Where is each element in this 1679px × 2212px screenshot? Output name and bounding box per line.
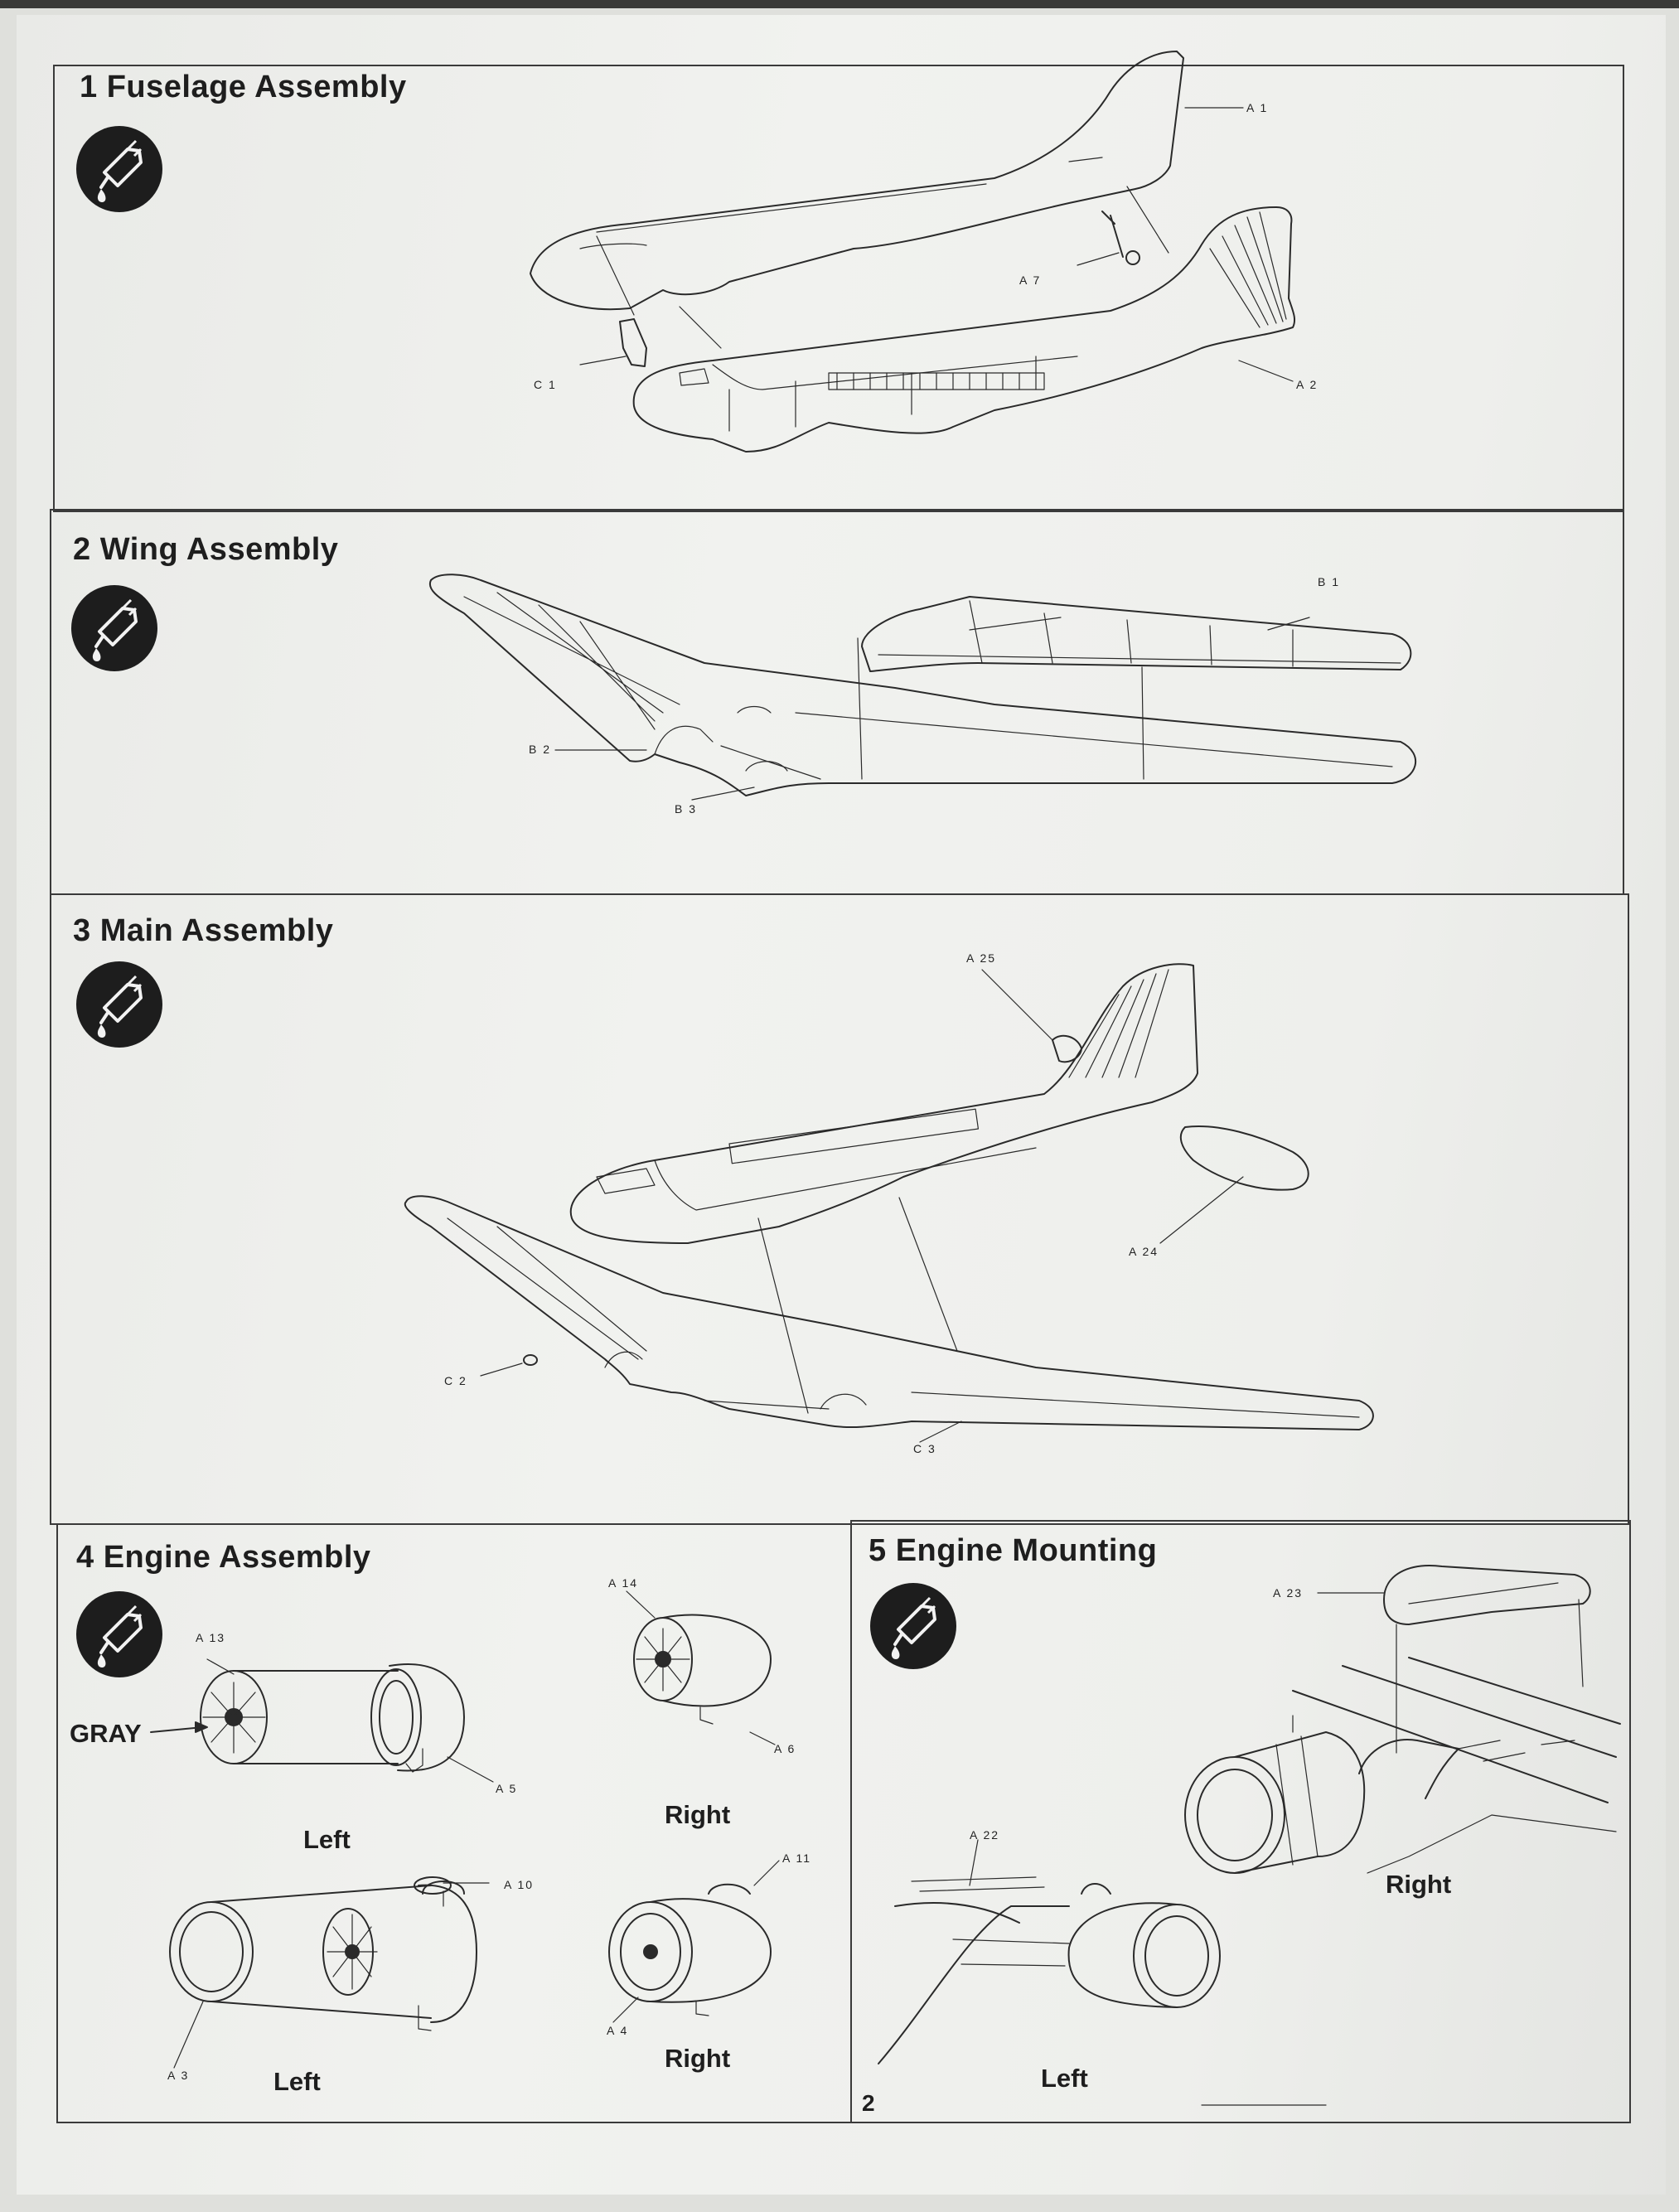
step-3-title: 3 Main Assembly xyxy=(73,913,333,949)
caption-left: Left xyxy=(1041,2064,1088,2093)
glue-tube-icon xyxy=(76,126,162,212)
step-5-number: 5 xyxy=(869,1533,887,1568)
step-1-panel xyxy=(53,65,1624,512)
glue-tube-glyph xyxy=(92,598,138,661)
step-4-number: 4 xyxy=(76,1540,94,1575)
caption-right: Right xyxy=(1386,1870,1452,1899)
part-label-a11: A 11 xyxy=(782,1851,811,1865)
glue-tube-icon xyxy=(76,961,162,1048)
caption-right-top: Right xyxy=(665,1800,731,1829)
part-label-a7: A 7 xyxy=(1019,273,1042,287)
page-number: 2 xyxy=(862,2090,875,2116)
part-label-a14: A 14 xyxy=(608,1576,639,1590)
part-label-a3: A 3 xyxy=(167,2069,190,2082)
part-label-b2: B 2 xyxy=(529,743,552,756)
part-label-a23: A 23 xyxy=(1273,1586,1304,1600)
glue-tube-icon xyxy=(71,585,157,671)
step-1-label: Fuselage Assembly xyxy=(106,70,407,104)
caption-left-top: Left xyxy=(303,1825,351,1854)
glue-tube-icon xyxy=(870,1583,956,1669)
part-label-a24: A 24 xyxy=(1129,1245,1159,1258)
part-label-a25: A 25 xyxy=(966,951,997,965)
glue-tube-glyph xyxy=(97,975,143,1038)
part-label-a5: A 5 xyxy=(496,1782,518,1795)
step-3-label: Main Assembly xyxy=(99,913,334,948)
step-2-number: 2 xyxy=(73,532,91,567)
step-3-number: 3 xyxy=(73,913,91,948)
caption-right-bottom: Right xyxy=(665,2044,731,2073)
part-label-c3: C 3 xyxy=(913,1442,936,1455)
part-label-b1: B 1 xyxy=(1318,575,1341,588)
part-label-a6: A 6 xyxy=(774,1742,796,1755)
glue-tube-glyph xyxy=(97,1605,143,1667)
part-label-a22: A 22 xyxy=(970,1828,1000,1842)
step-2-title: 2 Wing Assembly xyxy=(73,532,338,568)
step-5-label: Engine Mounting xyxy=(895,1533,1158,1568)
step-5-panel xyxy=(850,1520,1631,2123)
part-label-a4: A 4 xyxy=(607,2024,629,2037)
part-label-a10: A 10 xyxy=(504,1878,535,1891)
instruction-sheet xyxy=(17,15,1666,2195)
part-label-b3: B 3 xyxy=(675,802,698,816)
step-1-number: 1 xyxy=(80,70,98,104)
part-label-c1: C 1 xyxy=(534,378,557,391)
part-label-a2: A 2 xyxy=(1296,378,1319,391)
step-5-title: 5 Engine Mounting xyxy=(869,1533,1157,1569)
step-4-title: 4 Engine Assembly xyxy=(76,1540,371,1576)
glue-tube-glyph xyxy=(97,139,143,202)
step-2-label: Wing Assembly xyxy=(99,532,339,567)
glue-tube-glyph xyxy=(891,1596,936,1659)
part-label-a13: A 13 xyxy=(196,1631,226,1644)
top-edge-shadow xyxy=(0,0,1679,8)
step-1-title: 1 Fuselage Assembly xyxy=(80,70,407,105)
step-4-label: Engine Assembly xyxy=(103,1540,371,1575)
color-callout-gray: GRAY xyxy=(70,1719,142,1748)
glue-tube-icon xyxy=(76,1591,162,1677)
part-label-a1: A 1 xyxy=(1246,101,1269,114)
caption-left-bottom: Left xyxy=(273,2067,321,2096)
part-label-c2: C 2 xyxy=(444,1374,467,1387)
